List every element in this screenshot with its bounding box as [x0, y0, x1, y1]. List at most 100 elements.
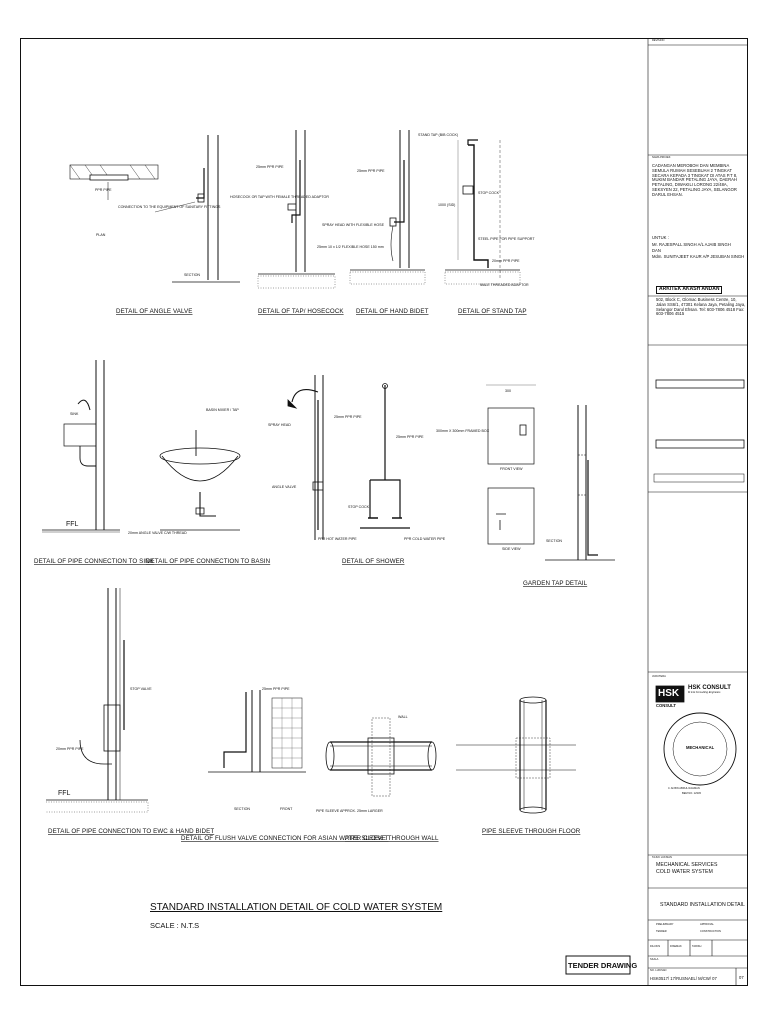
drawing-title-2: STANDARD INSTALLATION DETAIL	[660, 902, 745, 908]
status-3: TENDER	[656, 930, 667, 933]
title-block-frame	[647, 38, 748, 986]
shower-stop-label: STOP COCK	[348, 505, 370, 509]
detail-flush-valve	[208, 690, 306, 773]
service-1: MECHANICAL SERVICES	[656, 862, 718, 868]
detail-ewc	[46, 588, 149, 813]
angle-valve-pipe-label: PPR PIPE	[95, 188, 112, 192]
flush-pipe-label: 25mm PPR PIPE	[262, 687, 290, 691]
detail-garden-tap	[486, 384, 615, 561]
detail-basin	[159, 430, 241, 531]
drawing-title-label: TAJUK LUKISAN	[652, 856, 672, 859]
ewc-note2: 20mm PPR PIPE	[56, 747, 84, 751]
status-2: APPROVAL	[700, 923, 714, 926]
architect-address: 502, Block C, Glomac Business Centre, 10…	[656, 297, 746, 317]
sleeve-wall-caption: PIPE SLEEVE THROUGH WALL	[345, 835, 439, 842]
basin-caption: DETAIL OF PIPE CONNECTION TO BASIN	[146, 558, 270, 565]
stand-tap-adaptor-label: MALE THREADED ADAPTOR	[480, 283, 529, 287]
angle-valve-section-label: SECTION	[184, 273, 200, 277]
client-name-2: Mdm. SUNITAJEET KAUR A/P JESUBAN SINGH	[652, 254, 745, 259]
seal-text: MECHANICAL	[686, 745, 715, 750]
sleeve-wall-note: PIPE SLEEVE APPROX. 25mm LARGER	[316, 809, 383, 813]
sleeve-wall-wall-label: WALL	[398, 715, 408, 719]
hand-bidet-caption: DETAIL OF HAND BIDET	[356, 308, 429, 315]
shower-pipe2-label: 25mm PPR PIPE	[396, 435, 424, 439]
detail-tap-hosecock	[257, 130, 336, 289]
shower-spray-label: SPRAY HEAD	[268, 423, 291, 427]
hand-bidet-note2: 25mm 10 x 1/2 FLEXIBLE HOSE 150 mm	[317, 245, 384, 249]
tap-note: HOSECOCK OR TAP WITH FEMALE THREADED ADA…	[230, 195, 329, 199]
ewc-caption: DETAIL OF PIPE CONNECTION TO EWC & HAND …	[48, 828, 214, 835]
shower-pipe-label: 25mm PPR PIPE	[334, 415, 362, 419]
ewc-ffl-label: FFL	[58, 790, 71, 797]
angle-valve-caption: DETAIL OF ANGLE VALVE	[116, 308, 193, 315]
sink-ffl-label: FFL	[66, 521, 79, 528]
scale-label-tb: SKALA	[650, 958, 659, 961]
sink-label: SINK	[70, 412, 79, 416]
drawing-no-label: NO. LUKISAN	[650, 969, 667, 972]
engineer-seal	[663, 712, 737, 786]
garden-tap-side-label: SIDE VIEW	[502, 547, 521, 551]
consultant-logo-text: HSK	[658, 688, 680, 699]
detail-angle-valve	[69, 135, 240, 283]
consultant-name: HSK CONSULT	[688, 685, 731, 691]
stand-tap-top-label: STAND TAP (BIB COCK)	[418, 133, 458, 137]
tender-stamp-box	[565, 955, 631, 975]
drawn-label: DILUKIS	[650, 945, 661, 948]
detail-sleeve-wall	[325, 717, 437, 797]
tap-pipe-label: 25mm PPR PIPE	[256, 165, 284, 169]
detail-shower	[287, 375, 410, 540]
consultant-label: JURUTERA	[652, 675, 666, 678]
main-title: STANDARD INSTALLATION DETAIL OF COLD WAT…	[150, 902, 442, 913]
sheet-number: 07	[739, 975, 744, 980]
detail-stand-tap	[444, 139, 521, 285]
garden-tap-front-label: FRONT VIEW	[500, 467, 523, 471]
basin-top-label: BASIN MIXER / TAP	[206, 408, 239, 412]
engineer-name: Ir. Ali BIN ABDUL RAHMAN	[668, 787, 700, 790]
garden-tap-section-label: SECTION	[546, 539, 562, 543]
consultant-word: CONSULT	[656, 703, 676, 708]
drawing-number: HSK0517/ 17/RUSNAEL/ M/CW/ 07	[650, 976, 717, 981]
service-2: COLD WATER SYSTEM	[656, 869, 713, 875]
hand-bidet-pipe-label: 25mm PPR PIPE	[357, 169, 385, 173]
sink-caption: DETAIL OF PIPE CONNECTION TO SINK	[34, 558, 155, 565]
checked-label: DISEMAK	[670, 945, 682, 948]
client-name-1: Mr. RAJESPALL SINGH A/L AJAIB SINGH	[652, 242, 731, 247]
stand-tap-support-label: STEEL PIPE FOR PIPE SUPPORT	[478, 237, 535, 241]
drawing-sheet	[20, 38, 748, 986]
angle-valve-note: CONNECTION TO THE EQUIPMENT OF SANITARY …	[118, 205, 221, 209]
shower-caption: DETAIL OF SHOWER	[342, 558, 405, 565]
garden-tap-caption: GARDEN TAP DETAIL	[523, 580, 588, 587]
consultant-sub: M & E Consulting Engineers	[688, 691, 721, 694]
revision-label: REVISION	[652, 39, 665, 42]
flush-front-label: FRONT	[280, 807, 293, 811]
stand-tap-caption: DETAIL OF STAND TAP	[458, 308, 527, 315]
detail-sink	[42, 360, 120, 533]
status-1: PRELIMINARY	[656, 923, 674, 926]
stand-tap-stop-label: STOP COCK	[478, 191, 500, 195]
hand-bidet-note1: SPRAY HEAD WITH FLEXIBLE HOSE	[322, 223, 385, 227]
flush-section-label: SECTION	[234, 807, 250, 811]
shower-angle-label: ANGLE VALVE	[272, 485, 297, 489]
status-4: CONSTRUCTION	[700, 930, 721, 933]
tap-caption: DETAIL OF TAP/ HOSECOCK	[258, 308, 344, 315]
ewc-note1: STOP VALVE	[130, 687, 152, 691]
basin-note: 20mm ANGLE VALVE C/W THREAD	[128, 531, 187, 535]
detail-sleeve-floor	[456, 696, 576, 814]
flush-caption: DETAIL OF FLUSH VALVE CONNECTION FOR ASI…	[181, 835, 389, 842]
shower-hot-label: PPR HOT WATER PIPE	[318, 537, 357, 541]
angle-valve-plan-label: PLAN	[96, 233, 106, 237]
architect-logo: ARKITEK AKASH ANDAN	[656, 286, 723, 294]
scale-label: SCALE : N.T.S	[150, 921, 199, 930]
project-label: NAMA PROJEK	[652, 156, 671, 159]
garden-tap-box-label: 300mm X 300mm FRAMED BOX	[436, 429, 490, 433]
detail-hand-bidet	[349, 130, 426, 285]
tender-drawing-stamp: TENDER DRAWING	[568, 961, 637, 970]
sleeve-floor-caption: PIPE SLEEVE THROUGH FLOOR	[482, 828, 581, 835]
shower-cold-label: PPR COLD WATER PIPE	[404, 537, 446, 541]
garden-tap-dim: 300	[505, 389, 511, 393]
date-label: TARIKH	[692, 945, 702, 948]
stand-tap-dim: 1000 (SID)	[438, 203, 455, 207]
hsk-logo	[655, 685, 685, 703]
client-and: DAN	[652, 248, 661, 253]
